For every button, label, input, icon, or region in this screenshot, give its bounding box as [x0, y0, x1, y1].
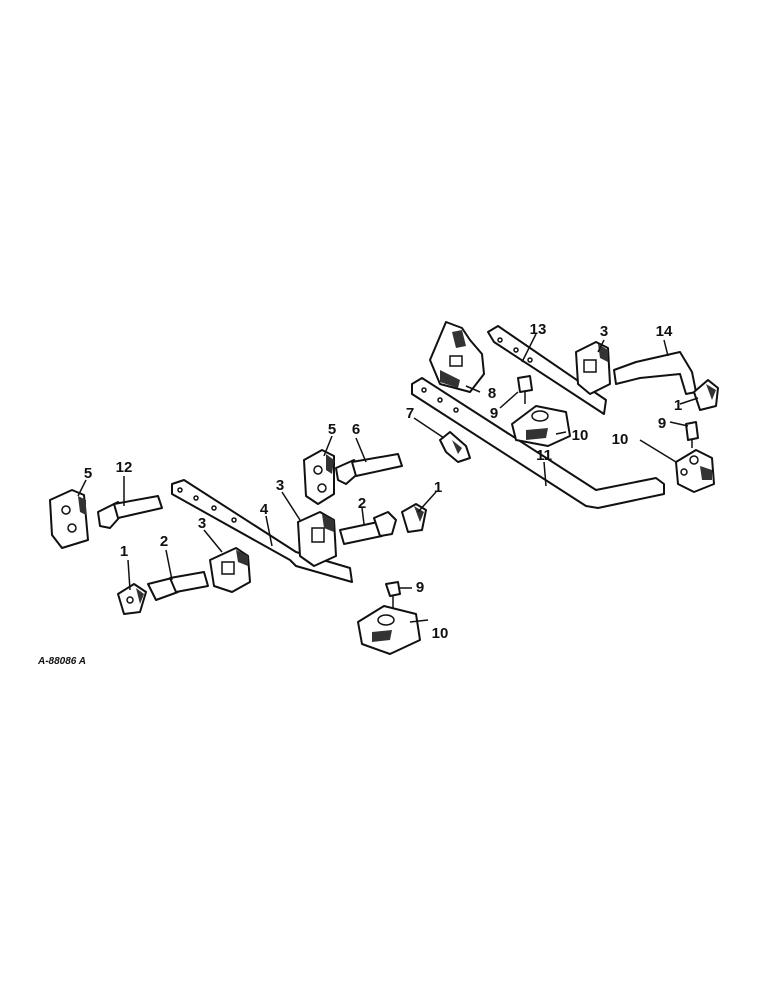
part-1-clamp-right [693, 379, 719, 411]
part-10-block-right [675, 449, 715, 493]
part-11-bar [411, 377, 665, 509]
part-5-middle-bracket [303, 449, 335, 505]
callout-13: 13 [530, 321, 547, 338]
part-2-shank-lower [147, 571, 209, 601]
part-13-bar [487, 325, 607, 415]
callout-10-middle: 10 [432, 625, 449, 642]
callout-5-left: 5 [84, 465, 92, 482]
part-7-clip [439, 431, 471, 463]
part-10-block-middle [357, 605, 429, 655]
callout-1-right: 1 [674, 397, 682, 414]
part-2-shank-middle [339, 511, 397, 545]
part-3-bracket-right [575, 341, 611, 395]
part-10-block-upper [511, 405, 571, 447]
part-1-clamp-middle [401, 503, 427, 533]
callout-9-right: 9 [658, 415, 666, 432]
callout-3-right: 3 [600, 323, 608, 340]
part-1-clamp-lower [117, 583, 147, 615]
callout-2-lower-left: 2 [160, 533, 168, 550]
part-6-shank [335, 453, 403, 485]
leader-lines [77, 333, 699, 591]
callout-9-middle: 9 [416, 579, 424, 596]
callout-4: 4 [260, 501, 269, 518]
callout-5-middle: 5 [328, 421, 336, 438]
callout-3-middle: 3 [276, 477, 284, 494]
part-12-shank [97, 495, 163, 529]
callout-9-upper: 9 [490, 405, 498, 422]
callout-11: 11 [536, 447, 552, 464]
part-8-bracket [429, 321, 485, 393]
callout-1-middle: 1 [434, 479, 442, 496]
part-5-left-bracket [49, 489, 89, 549]
part-9-bolt-right [685, 421, 699, 448]
callout-labels: 1 2 3 4 5 6 3 2 1 5 12 9 10 7 11 8 9 10 … [84, 321, 682, 642]
callout-7: 7 [406, 405, 414, 422]
drawing-code: A-88086 A [37, 656, 86, 667]
callout-3-lower-left: 3 [198, 515, 206, 532]
callout-1-lower-left: 1 [120, 543, 128, 560]
part-14-curved-shank [613, 351, 697, 395]
callout-10-upper: 10 [572, 427, 589, 444]
callout-12: 12 [116, 459, 133, 476]
callout-8: 8 [488, 385, 496, 402]
callout-2-middle: 2 [358, 495, 366, 512]
part-3-bracket-middle [297, 511, 337, 567]
callout-10-right: 10 [612, 431, 629, 448]
part-9-bolt-upper [517, 375, 533, 404]
callout-6: 6 [352, 421, 360, 438]
callout-14: 14 [656, 323, 673, 340]
part-3-bracket-lower [209, 547, 251, 593]
